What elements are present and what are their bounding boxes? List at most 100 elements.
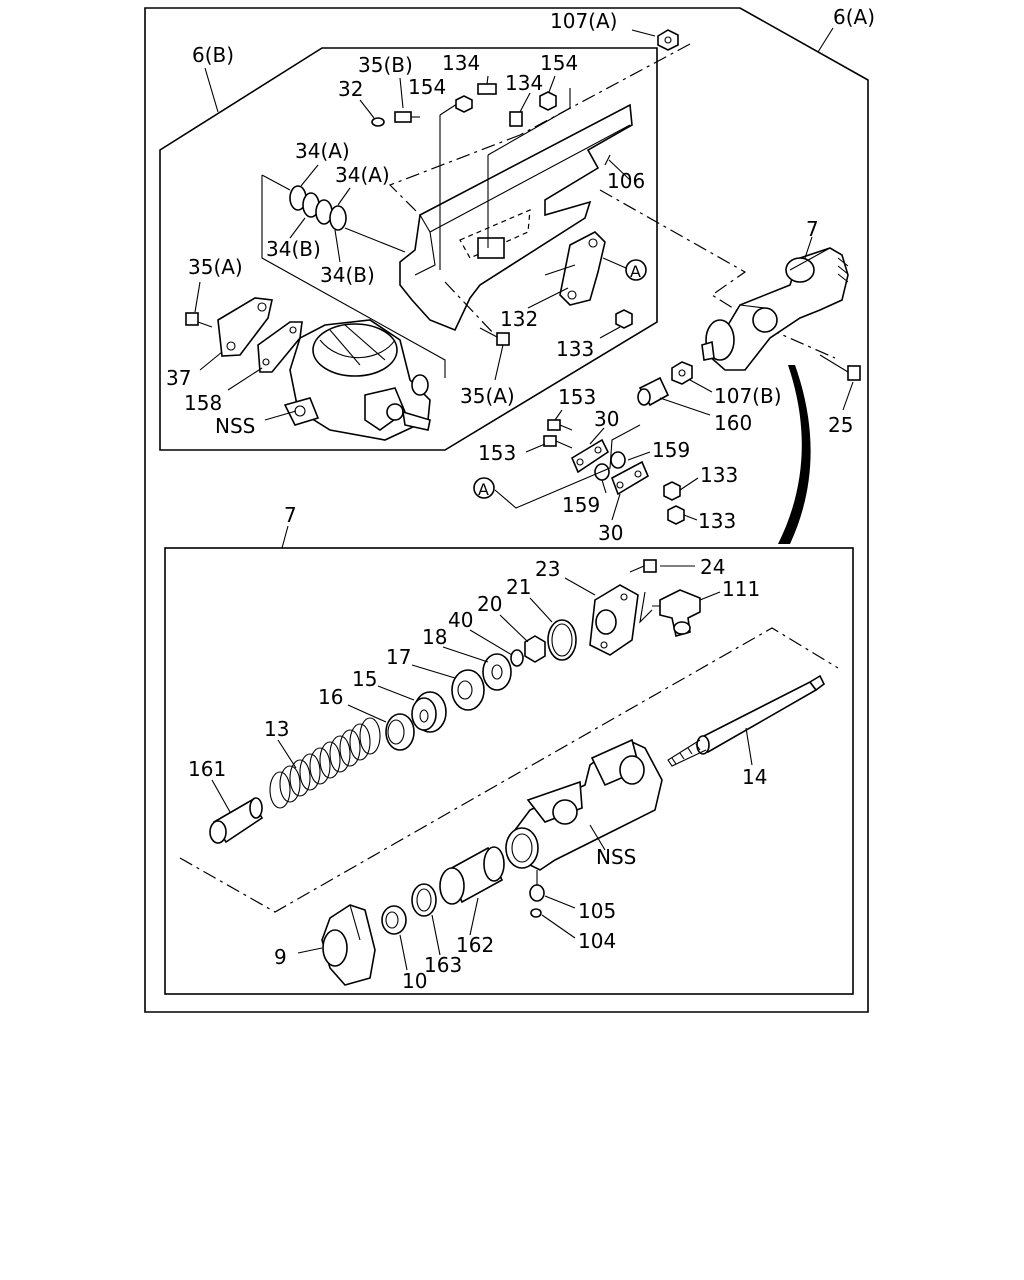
leader-107a (631, 29, 656, 37)
leader-34b1 (289, 217, 306, 239)
label-34a1: 34(A) (295, 139, 350, 163)
label-21: 21 (506, 575, 531, 599)
leader-163 (431, 914, 441, 956)
cylinder-body-nss-lower (505, 738, 663, 871)
leader-133a (599, 326, 621, 339)
leader-34b2 (334, 229, 341, 263)
leader-6a (817, 27, 834, 53)
cylinder-body-nss (283, 319, 431, 441)
leader-34a2 (337, 187, 351, 206)
collar-159-a (610, 451, 626, 469)
leader-30a (589, 427, 605, 445)
ring-16 (385, 713, 415, 751)
plug-161 (209, 797, 264, 844)
leader-15 (377, 685, 415, 701)
label-24: 24 (700, 555, 725, 579)
sleeve-162 (439, 846, 505, 905)
seal-18 (482, 653, 512, 691)
frame-6b (159, 47, 658, 451)
label-13: 13 (264, 717, 289, 741)
washer-40 (510, 649, 524, 667)
assembly-arrow (778, 365, 811, 544)
leader-134a (486, 75, 489, 85)
label-37: 37 (166, 366, 191, 390)
leader-132-b (544, 264, 576, 276)
flange-23 (589, 584, 639, 656)
leader-133c (683, 514, 698, 521)
leader-132 (527, 287, 569, 309)
bolt-35a-right (479, 327, 510, 346)
nut-154-b (539, 91, 557, 111)
bolt-153-b (543, 435, 573, 449)
label-133b: 133 (700, 463, 738, 487)
label-154b: 154 (408, 75, 446, 99)
label-159b: 159 (562, 493, 600, 517)
leader-23 (564, 577, 596, 596)
bolt-35a-left (185, 312, 213, 328)
leader-16 (347, 704, 387, 723)
label-34a2: 34(A) (335, 163, 390, 187)
label-23: 23 (535, 557, 560, 581)
bolt-134-a (477, 83, 497, 95)
leader-10 (399, 934, 408, 971)
leader-9 (297, 947, 323, 954)
ref-circle-a-2 (473, 477, 495, 499)
leader-161 (211, 779, 231, 813)
seal-163 (411, 883, 437, 917)
label-40: 40 (448, 608, 473, 632)
leader-6b (204, 67, 219, 113)
bracket-106 (399, 103, 633, 332)
leader-158 (227, 367, 263, 391)
leader-circle-a1 (602, 257, 627, 269)
labels: 107(A) 6(A) 6(B) 35(B) 134 154 154 134 3… (166, 5, 875, 993)
plate-30-b (611, 460, 650, 496)
fitting-105 (529, 870, 545, 902)
leader-104 (541, 914, 576, 939)
nut-154-a (455, 95, 473, 113)
leader-37 (199, 351, 223, 371)
label-162: 162 (456, 933, 494, 957)
centerline-lower (179, 627, 839, 913)
piston-17 (451, 669, 485, 711)
bolt-35b (394, 111, 420, 123)
bolt-134-b (509, 111, 523, 127)
leader-21 (529, 597, 553, 623)
leader-159b (601, 479, 607, 494)
label-circle-a2: A (478, 480, 489, 499)
label-107a: 107(A) (550, 9, 617, 33)
leader-7mid (281, 525, 289, 549)
nut-133b (663, 481, 681, 501)
label-163: 163 (424, 953, 462, 977)
label-106: 106 (607, 169, 645, 193)
leader-107b (689, 379, 713, 393)
clip-104 (530, 908, 542, 918)
o-ring-21 (547, 619, 577, 661)
label-105: 105 (578, 899, 616, 923)
elbow-111 (652, 589, 701, 638)
bushing-160 (637, 376, 670, 407)
pushrod-14 (667, 674, 826, 767)
centerline-107a (519, 43, 691, 136)
label-20: 20 (477, 592, 502, 616)
label-16: 16 (318, 685, 343, 709)
leader-106 (604, 154, 611, 166)
label-7mid: 7 (284, 503, 297, 527)
leader-160 (659, 397, 711, 416)
outer-frame-6a (144, 7, 869, 1013)
label-35a1: 35(A) (188, 255, 243, 279)
plate-132 (559, 231, 606, 306)
leader-circle-a2 (494, 424, 641, 509)
label-154a: 154 (540, 51, 578, 75)
leader-17 (411, 664, 456, 679)
label-153a: 153 (558, 385, 596, 409)
leader-32 (359, 99, 375, 119)
label-9: 9 (274, 945, 287, 969)
label-circle-a1: A (630, 262, 641, 281)
leader-153a (554, 409, 563, 421)
bushing-10 (381, 905, 407, 935)
label-134a: 134 (442, 51, 480, 75)
label-134b: 134 (505, 71, 543, 95)
label-18: 18 (422, 625, 447, 649)
leader-nss1 (264, 410, 297, 421)
